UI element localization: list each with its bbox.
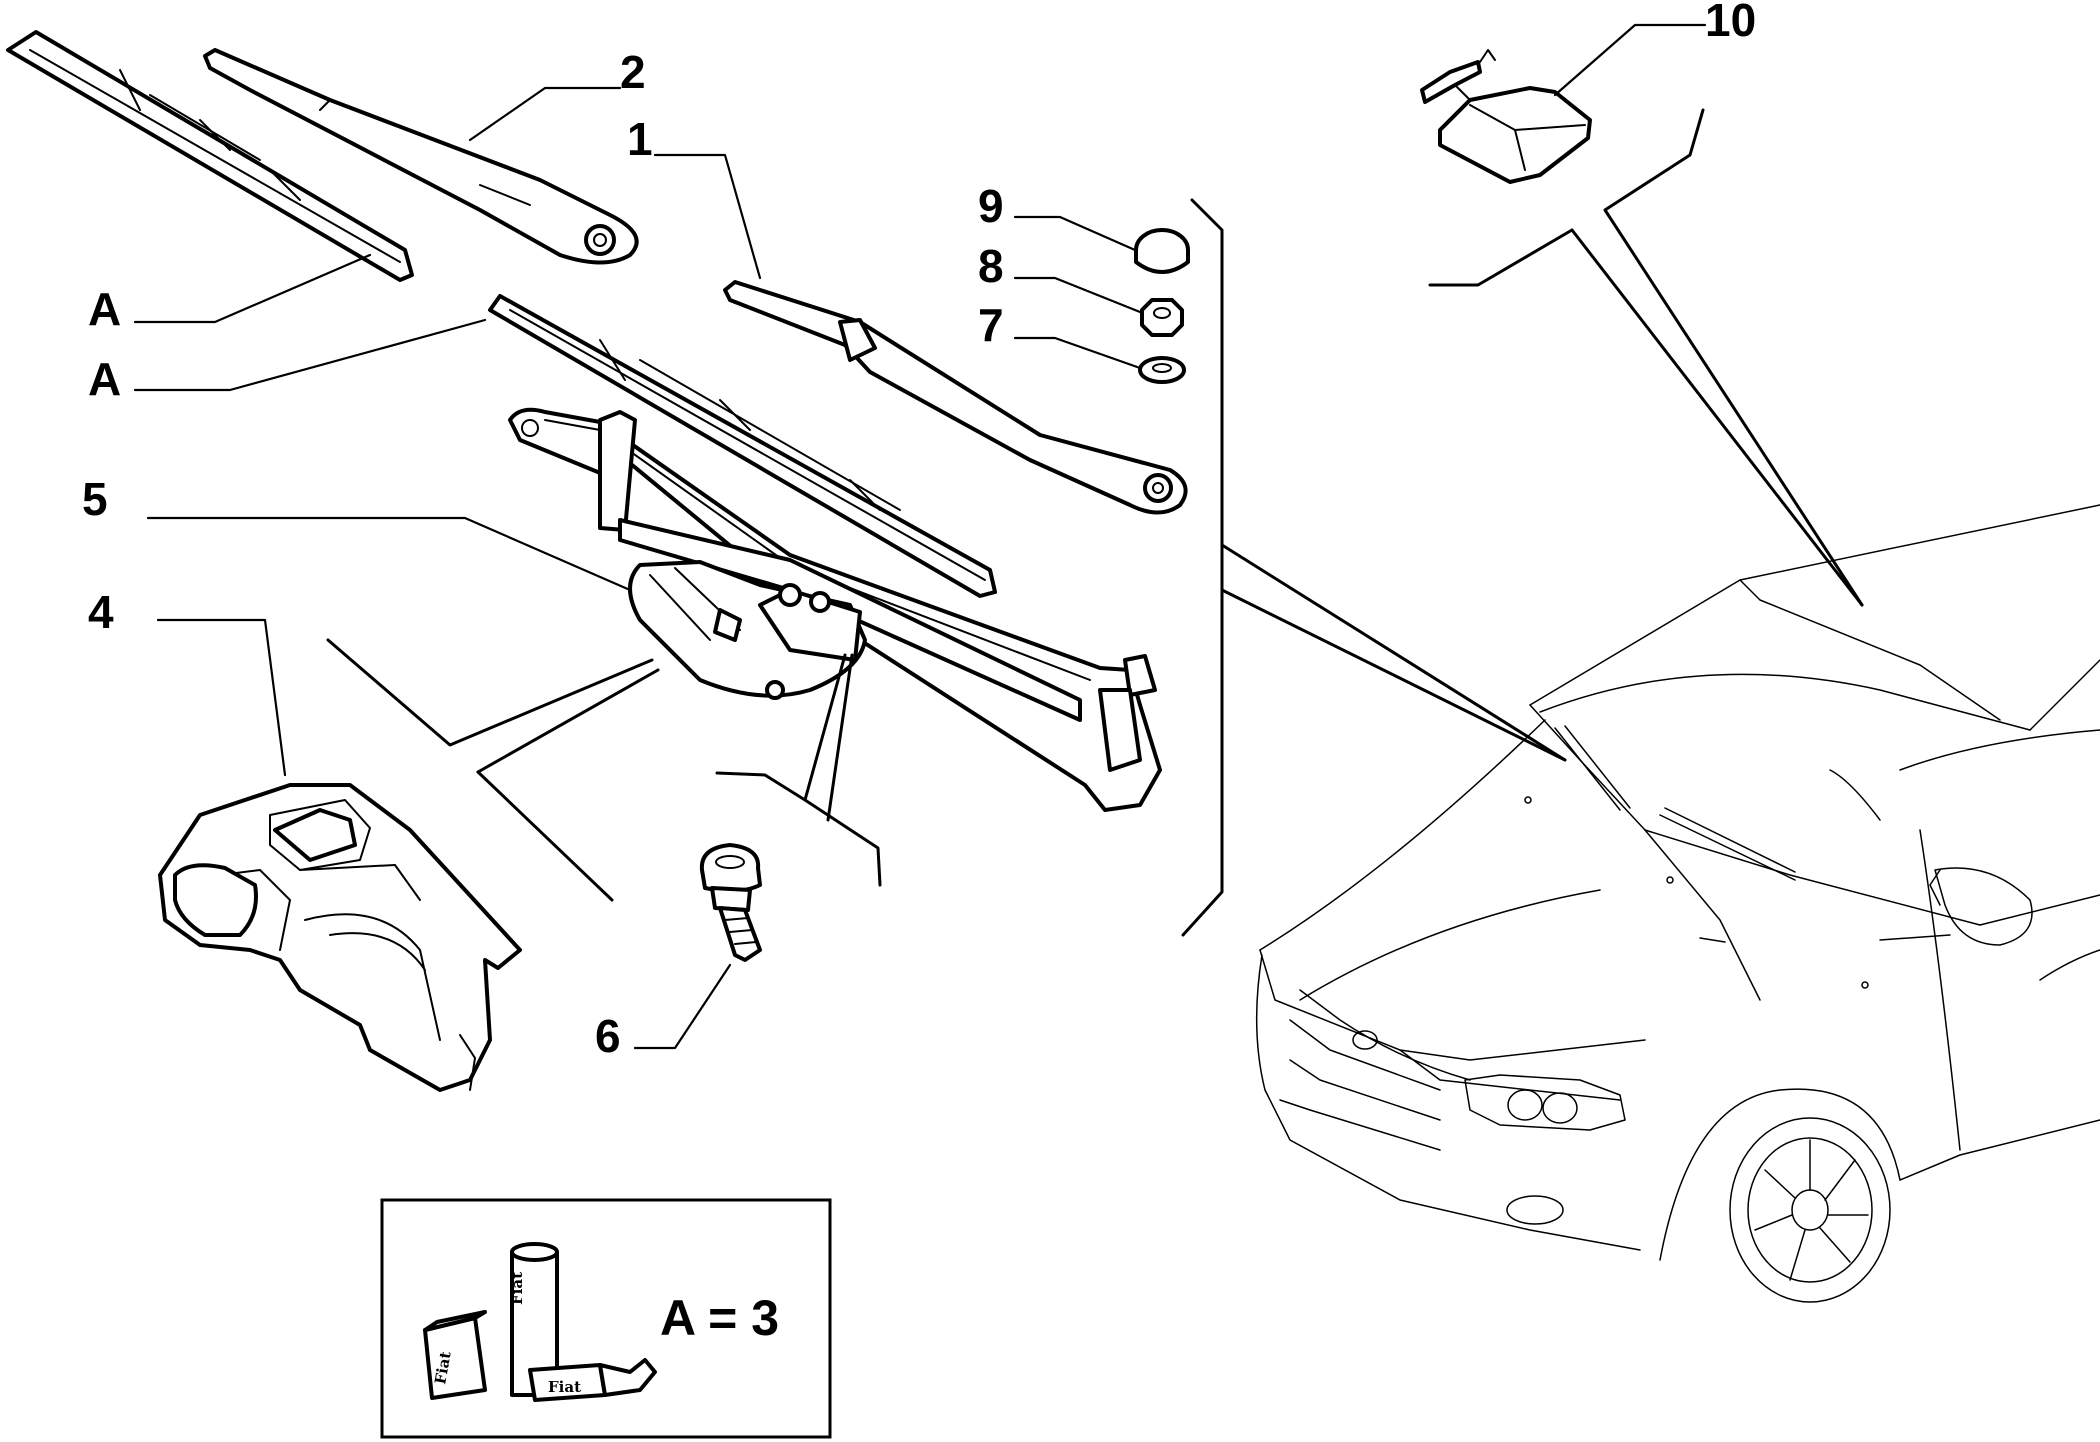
washer	[1138, 356, 1186, 384]
callout-10: 10	[1705, 0, 1756, 46]
grouping-brackets	[326, 108, 1864, 937]
box-label-text: Fiat	[431, 1350, 454, 1386]
wiper-linkage-motor	[508, 407, 1162, 812]
wiper-arm-upper	[203, 48, 639, 265]
callout-9: 9	[978, 180, 1004, 232]
lubricant-can-icon: Fiat	[508, 1242, 559, 1397]
callout-2: 2	[620, 46, 646, 98]
lubricant-box-icon: Fiat	[423, 1310, 487, 1400]
nut	[1140, 298, 1184, 337]
callout-a-lower: A	[88, 353, 121, 405]
callout-labels: 2 1 9 8 7 10 A A 5 4 6	[82, 0, 1756, 1062]
callout-8: 8	[978, 240, 1004, 292]
bolt	[699, 843, 762, 962]
callout-5: 5	[82, 473, 108, 525]
can-label-text: Fiat	[508, 1272, 526, 1305]
callout-1: 1	[627, 113, 653, 165]
cap	[1134, 228, 1190, 274]
leader-lines	[133, 23, 1707, 1050]
wiper-arm-lower	[723, 280, 1188, 515]
tube-label-text: Fiat	[548, 1378, 581, 1396]
wiper-blade-lower	[488, 294, 997, 598]
washer-jet	[1420, 49, 1592, 184]
car-illustration	[1255, 504, 2100, 1303]
lubricant-tube-icon: Fiat	[528, 1358, 657, 1402]
legend-equation: A = 3	[660, 1290, 779, 1346]
callout-6: 6	[595, 1010, 621, 1062]
callout-4: 4	[88, 586, 114, 638]
motor-cover	[158, 783, 522, 1092]
wiper-blade-upper	[6, 30, 414, 282]
legend-box: Fiat Fiat Fiat A = 3	[380, 1198, 832, 1439]
callout-a-upper: A	[88, 283, 121, 335]
callout-7: 7	[978, 299, 1004, 351]
